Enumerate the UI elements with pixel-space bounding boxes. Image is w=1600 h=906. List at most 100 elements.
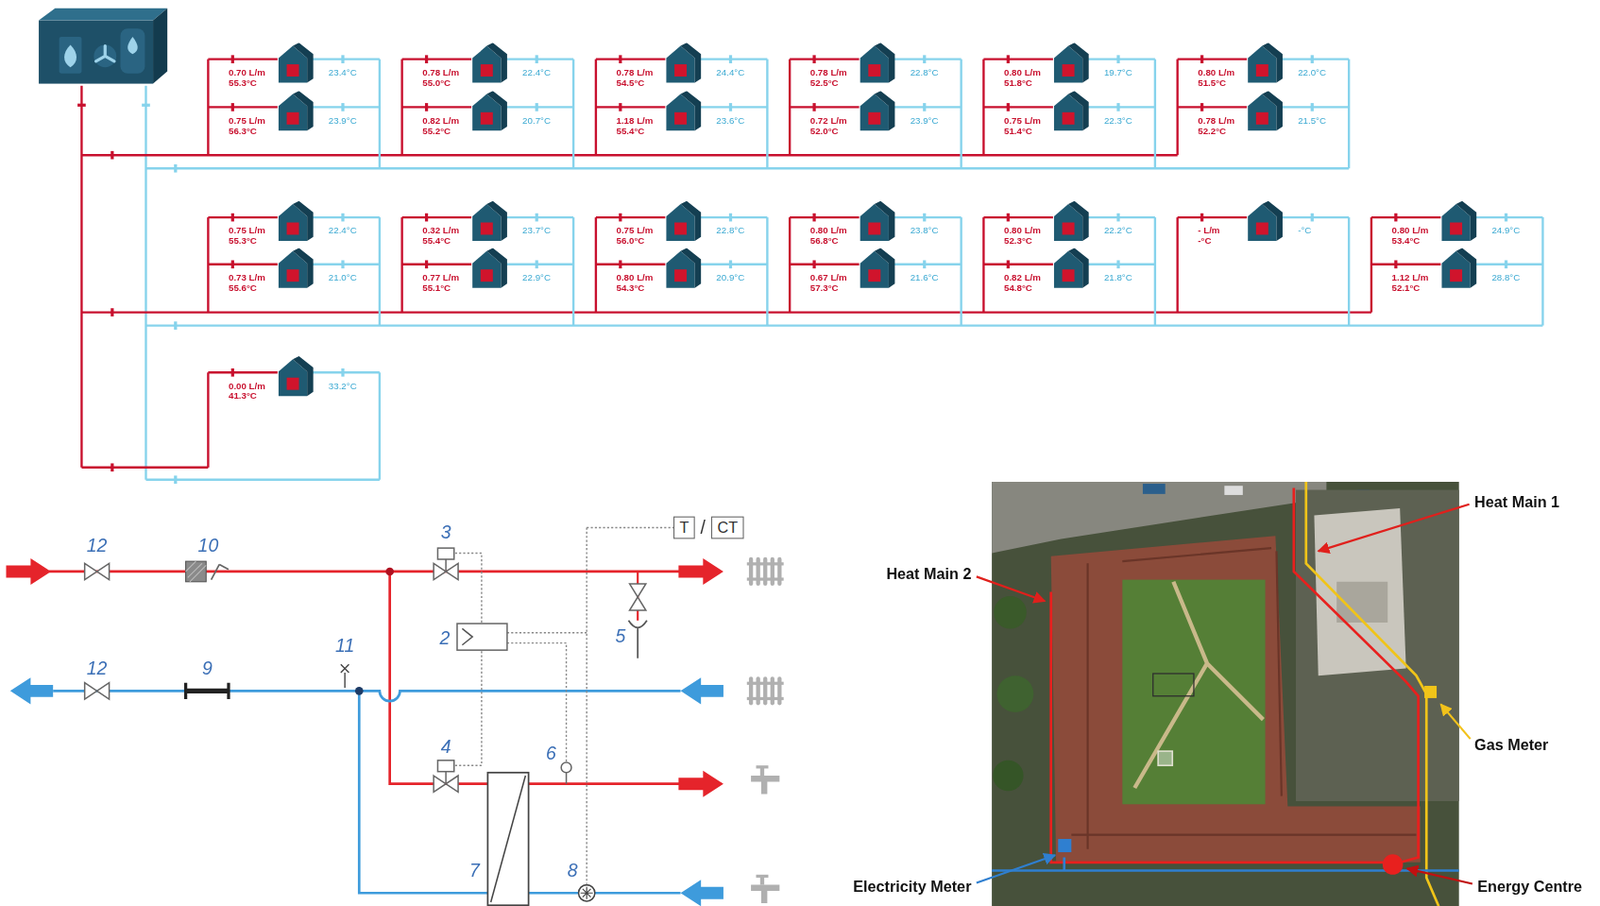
house-side: [680, 248, 702, 289]
flow-temperature: 55.1°C: [422, 282, 460, 293]
valve-mark: [922, 213, 926, 222]
flow-rate: 0.80 L/m: [1004, 67, 1041, 78]
flow-reading: 0.00 L/m41.3°C: [228, 380, 266, 402]
pipe: [789, 263, 859, 266]
hiu-schematic-part: [487, 772, 528, 905]
valve-mark: [340, 259, 344, 269]
energy-centre-icon: [38, 8, 168, 85]
valve-mark: [1006, 213, 1010, 222]
pipe: [312, 57, 380, 60]
house-icon: [1053, 201, 1090, 242]
house-icon: [277, 90, 315, 132]
pipe: [1177, 57, 1247, 60]
valve-mark: [1504, 259, 1508, 269]
pipe: [506, 263, 574, 266]
pipe: [1281, 57, 1349, 60]
hiu-schematic-part: [580, 886, 594, 900]
label-anchor: 4: [441, 736, 452, 758]
return-temperature: 22.4°C: [522, 67, 551, 78]
hiu-schematic-part-part: [756, 874, 769, 878]
house-icon: [277, 248, 315, 290]
pipe: [378, 372, 381, 479]
house-side: [292, 90, 314, 131]
valve-mark: [425, 102, 428, 112]
flow-reading: 0.75 L/m56.3°C: [228, 115, 266, 137]
valve-mark: [231, 368, 235, 377]
pipe: [207, 105, 277, 108]
flow-reading: 0.80 L/m56.8°C: [810, 225, 848, 247]
callout-number: 3: [441, 522, 452, 544]
dwelling-meter: 0.80 L/m52.3°C22.2°C: [991, 201, 1156, 251]
sensor-letter: T: [674, 518, 695, 537]
hiu-schematic-part-part: [586, 527, 674, 528]
pipe: [595, 105, 665, 108]
house-window: [480, 269, 494, 282]
pipe: [893, 216, 961, 219]
house-window: [1062, 222, 1075, 236]
pipe: [207, 263, 277, 266]
energy-centre-icon-part: [96, 46, 115, 62]
house-side: [1068, 248, 1090, 289]
pipe: [1088, 263, 1156, 266]
return-reading: 23.9°C: [328, 115, 358, 126]
return-reading: 23.6°C: [715, 115, 745, 126]
flow-rate: 0.32 L/m: [422, 225, 460, 237]
return-temperature: 24.4°C: [715, 67, 745, 78]
flow-temperature: 52.0°C: [810, 125, 848, 137]
flow-rate: 0.70 L/m: [228, 67, 266, 78]
pipe: [207, 371, 277, 374]
dwelling-meter: 1.18 L/m55.4°C23.6°C: [604, 90, 768, 140]
hiu-schematic-part-part: [455, 649, 482, 766]
pipe: [1347, 217, 1350, 326]
hiu-schematic-part-part: [777, 676, 782, 705]
pipe: [765, 217, 768, 326]
pipe: [1475, 216, 1543, 219]
aerial-map-part: [991, 481, 1460, 906]
flow-rate: 0.82 L/m: [422, 115, 460, 126]
valve-mark: [1504, 213, 1508, 222]
valve-mark: [1310, 213, 1314, 222]
pipe: [80, 85, 83, 468]
aerial-map-part-part: [1295, 490, 1460, 801]
pipe: [145, 323, 1543, 326]
aerial-map-part-part: [1142, 483, 1166, 494]
dwelling-meter: 0.80 L/m54.3°C20.9°C: [604, 248, 768, 298]
label-anchor: Energy Centre: [1477, 877, 1583, 896]
return-reading: 22.2°C: [1104, 225, 1133, 237]
flow-rate: 0.80 L/m: [1004, 225, 1041, 237]
return-reading: 20.7°C: [522, 115, 551, 126]
flow-reading: 0.80 L/m53.4°C: [1392, 225, 1430, 247]
label-anchor: 8: [567, 860, 579, 882]
flow-temperature: 55.3°C: [228, 236, 266, 247]
valve-mark: [729, 54, 732, 64]
house-window: [480, 112, 494, 125]
return-reading: -°C: [1297, 225, 1311, 237]
return-reading: 24.4°C: [715, 67, 745, 78]
dwelling-meter: 0.80 L/m51.8°C19.7°C: [991, 42, 1156, 92]
pipe: [145, 167, 1349, 170]
hiu-schematic-part-part: [507, 631, 587, 633]
return-reading: 33.2°C: [328, 380, 358, 392]
hiu-schematic-part: [211, 563, 229, 579]
aerial-map: [976, 481, 1473, 906]
flow-temperature: 52.1°C: [1392, 282, 1430, 293]
house-icon: [471, 90, 509, 132]
aerial-map-part: [1407, 868, 1473, 884]
flow-temperature: 55.3°C: [228, 77, 266, 88]
house-side: [486, 248, 508, 289]
pipe: [893, 105, 961, 108]
return-reading: 23.9°C: [910, 115, 939, 126]
hiu-schematic-part: [457, 623, 508, 650]
house-window: [1062, 112, 1075, 125]
return-temperature: 24.9°C: [1491, 225, 1520, 237]
house-window: [287, 269, 300, 282]
return-temperature: 21.0°C: [328, 272, 358, 283]
house-side: [292, 201, 314, 241]
energy-centre-icon-part: [64, 45, 77, 69]
flow-reading: 0.78 L/m54.5°C: [616, 67, 654, 88]
return-reading: 28.8°C: [1491, 272, 1520, 283]
house-window: [868, 269, 881, 282]
house-window: [868, 112, 881, 125]
pipe: [402, 57, 472, 60]
